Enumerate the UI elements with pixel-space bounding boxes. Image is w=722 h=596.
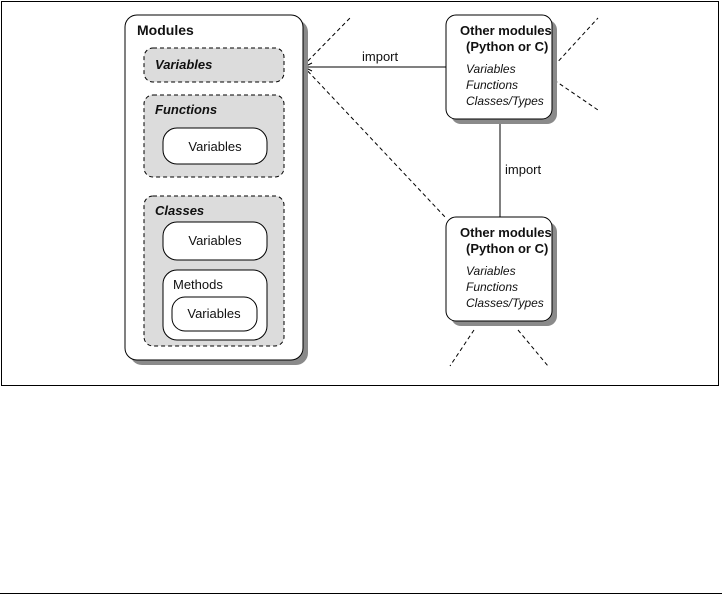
- methods-variables-label: Variables: [187, 306, 241, 321]
- other-modules-bottom-title1: Other modules: [460, 225, 552, 240]
- functions-variables-box: [162, 127, 268, 165]
- other-modules-top: Other modules (Python or C) Variables Fu…: [445, 14, 557, 124]
- connector-up-right: [302, 17, 351, 67]
- methods-variables-box: [171, 296, 258, 332]
- other-modules-top-title1: Other modules: [460, 23, 552, 38]
- other-modules-bottom-item2: Functions: [466, 280, 518, 294]
- other-modules-bottom: Other modules (Python or C) Variables Fu…: [445, 216, 557, 326]
- module-variables-label: Variables: [155, 57, 212, 72]
- classes-variables-box: [162, 221, 268, 261]
- other-modules-top-item2: Functions: [466, 78, 518, 92]
- import-label-horizontal: import: [362, 49, 399, 64]
- figure-frame: [1, 1, 719, 386]
- classes-label: Classes: [155, 203, 204, 218]
- connector-top-module-lower: [553, 79, 599, 111]
- modules-box: Modules Variables Functions Variables Cl…: [124, 14, 308, 365]
- other-modules-top-item1: Variables: [466, 62, 516, 76]
- methods-label: Methods: [173, 277, 223, 292]
- modules-title: Modules: [137, 22, 194, 38]
- bottom-rule: [0, 593, 722, 594]
- functions-label: Functions: [155, 102, 217, 117]
- other-modules-top-item3: Classes/Types: [466, 94, 544, 108]
- other-modules-bottom-body: [445, 216, 553, 322]
- other-modules-bottom-title2: (Python or C): [466, 241, 548, 256]
- module-variables-box: [143, 47, 285, 83]
- other-modules-bottom-item1: Variables: [466, 264, 516, 278]
- import-label-vertical: import: [505, 162, 542, 177]
- connector-bottom-module-right: [517, 329, 549, 367]
- other-modules-bottom-item3: Classes/Types: [466, 296, 544, 310]
- connector-top-module-upper: [553, 17, 599, 67]
- other-modules-top-body: [445, 14, 553, 120]
- other-modules-top-title2: (Python or C): [466, 39, 548, 54]
- classes-variables-label: Variables: [188, 233, 242, 248]
- connector-bottom-module-left: [449, 329, 475, 367]
- functions-variables-label: Variables: [188, 139, 242, 154]
- connector-down-to-bottom-module: [302, 65, 447, 219]
- dashed-connectors: [302, 17, 599, 367]
